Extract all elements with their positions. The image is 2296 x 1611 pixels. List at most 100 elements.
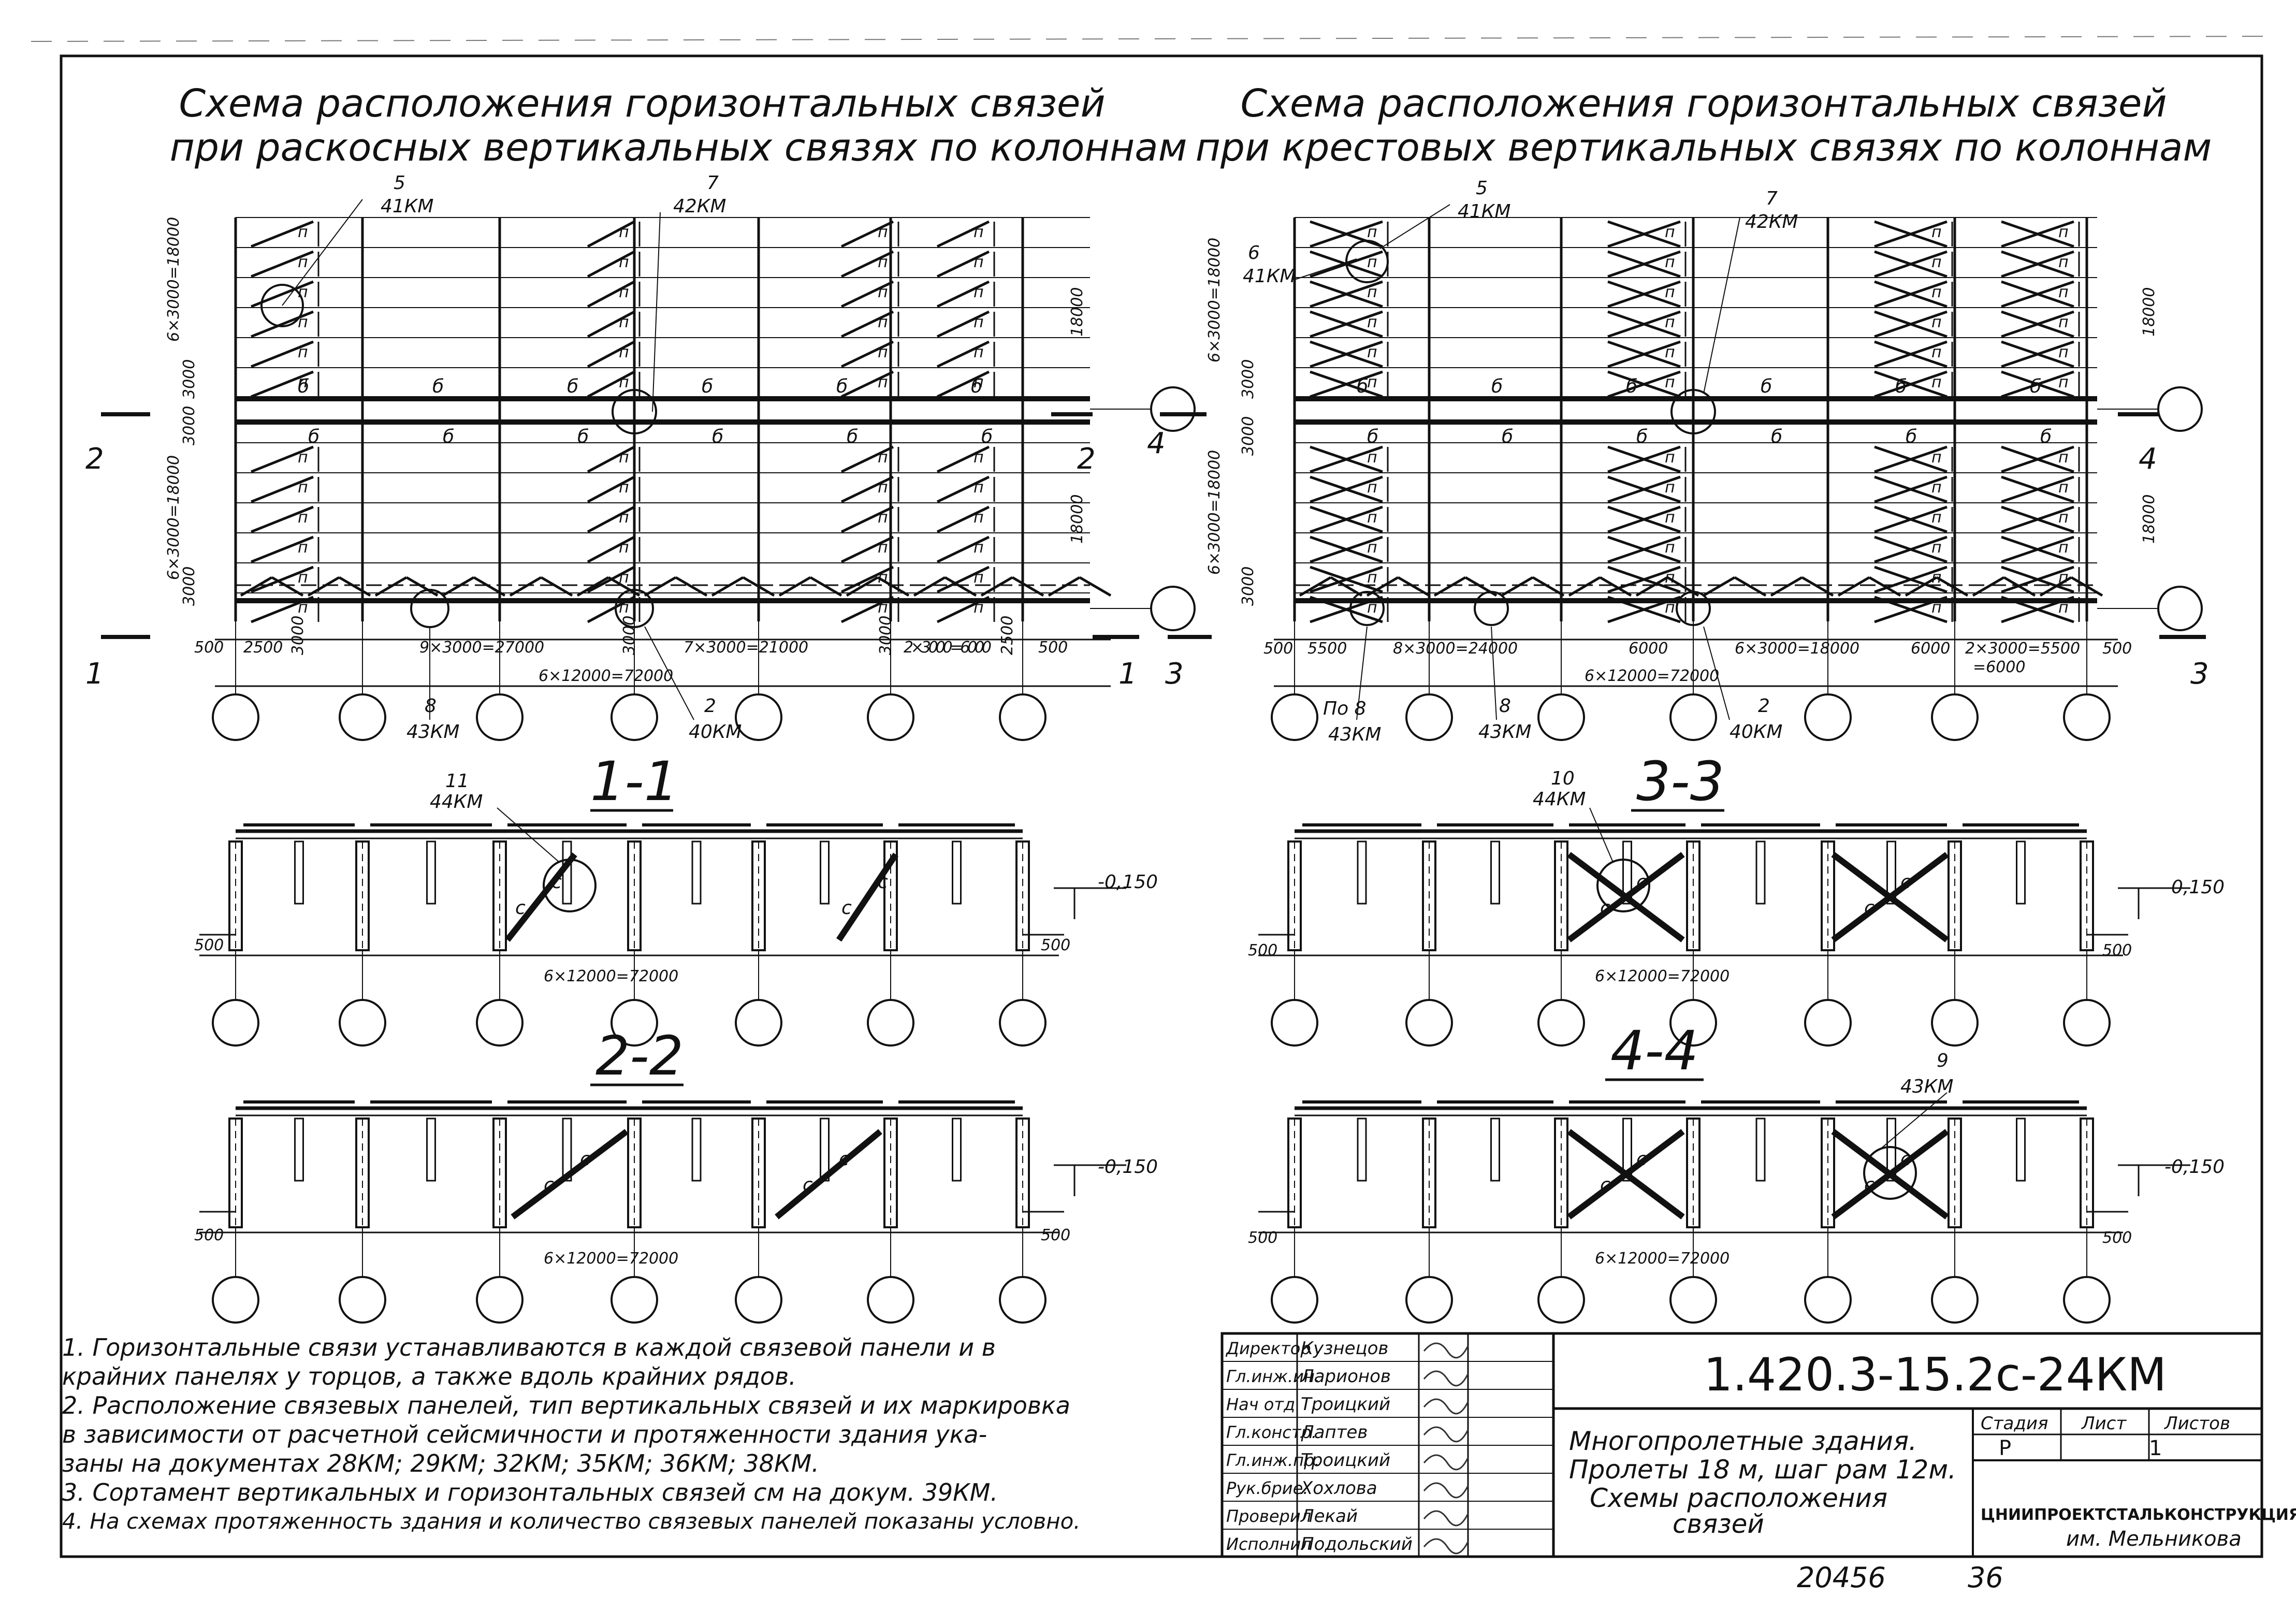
plan-right-leader-6	[1294, 258, 1357, 280]
dim-right-row-2: 8×3000=24000	[1393, 640, 1518, 658]
plan-left-brace-1-0	[587, 220, 635, 248]
plan-left-mid-b-top: б	[432, 376, 444, 397]
plan-right-brace-x-3-7	[2001, 475, 2074, 503]
section-4-4-bubble-1	[1405, 1276, 1453, 1324]
tb-org-line1: ЦНИИПРОЕКТСТАЛЬКОНСТРУКЦИЯ	[1981, 1506, 2296, 1524]
section-1-1-level: -0,150	[1098, 872, 1158, 893]
cut-3-right-b: 3	[2190, 657, 2209, 691]
plan-right-bottom-zig-b	[2070, 576, 2103, 597]
plan-right-axis-bubble-3	[1669, 693, 1717, 741]
plan-left-bottom-zig-b	[675, 576, 708, 597]
note-3: 3. Сортамент вертикальных и горизонтальн…	[62, 1478, 998, 1506]
dim-right-row-3: 6000	[1629, 640, 1668, 658]
plan-right-brace-p-0-1: п	[1367, 253, 1377, 271]
plan-left-brace-p-3-6: п	[973, 448, 984, 467]
plan-right-brace-x-1-3	[1607, 310, 1681, 338]
plan-left: пппппппппппппппппппппппппппппппппппппппп…	[101, 199, 1196, 741]
callout-7-left-doc: 42КМ	[673, 196, 726, 217]
section-2-2-dim-right: 500	[1041, 1226, 1070, 1244]
section-1-1-bubble-3	[611, 999, 658, 1047]
section-2-2-level: -0,150	[1098, 1156, 1158, 1178]
plan-left-brace-p-3-3: п	[973, 313, 984, 331]
plan-left-mid-b-top: б	[971, 376, 982, 397]
plan-left-bottom-zig-a	[509, 576, 542, 597]
plan-left-leader-5	[282, 199, 363, 306]
tb-desc-1: Многопролетные здания.	[1569, 1426, 1917, 1456]
plan-right-bottom-zig-a	[2039, 576, 2072, 597]
note-1a: 1. Горизонтальные связи устанавливаются …	[62, 1333, 996, 1361]
plan-left-bottom-zig-a	[644, 576, 677, 597]
plan-right-brace-p-2-6: п	[1931, 448, 1942, 467]
plan-right-bottom-zig-a	[1635, 576, 1668, 597]
dim-right-row-5: 6000	[1911, 640, 1950, 658]
section-4-4-post-4	[1886, 1117, 1896, 1182]
plan-left-brace-0-1	[251, 250, 314, 278]
callout-2-left-doc: 40КМ	[689, 721, 742, 743]
plan-right-brace-p-3-0: п	[2058, 223, 2069, 241]
plan-right-brace-x-0-9	[1310, 535, 1383, 563]
plan-left-brace-p-1-8: п	[619, 509, 629, 527]
plan-right-leader-2	[1703, 626, 1730, 720]
section-4-4-dim-left: 500	[1248, 1229, 1277, 1247]
section-3-3-dim-total: 6×12000=72000	[1595, 967, 1730, 985]
plan-right-brace-x-2-5	[1874, 370, 1948, 398]
plan-left-brace-p-3-10: п	[973, 569, 984, 587]
plan-right-mid-b-bot: б	[1906, 426, 1917, 447]
section-2-2-brace-1	[775, 1129, 882, 1220]
plan-right-callout-circle-7	[1670, 389, 1716, 434]
plan-left-side-bubble-bot	[1150, 586, 1196, 631]
plan-right-axis-bubble-0	[1271, 693, 1318, 741]
plan-right: пппппппппппппппппппппппппппппппппппппппп…	[1160, 204, 2206, 741]
plan-left-brace-3-9	[936, 535, 990, 563]
plan-left-brace-p-0-3: п	[298, 313, 308, 331]
plan-left-brace-p-0-1: п	[298, 253, 308, 271]
plan-right-brace-p-1-0: п	[1665, 223, 1675, 241]
tb-org-line2: им. Мельникова	[2066, 1527, 2242, 1551]
plan-left-brace-0-7	[251, 475, 314, 503]
section-4-4-bubble-0	[1271, 1276, 1318, 1324]
dim-right-top-vert: 6×3000=18000	[1205, 238, 1224, 362]
plan-left-brace-p-2-0: п	[878, 223, 888, 241]
top-edge-line	[31, 36, 2279, 42]
dim-left-row-3: 9×3000=27000	[419, 638, 544, 657]
dim-right-3000-b: 3000	[1239, 416, 1257, 456]
dim-right-row-0: 500	[1263, 640, 1293, 658]
plan-right-bottom-zig-a	[1501, 576, 1534, 597]
plan-right-brace-p-1-9: п	[1665, 539, 1675, 557]
section-2-2-bubble-4	[735, 1276, 782, 1324]
plan-right-brace-x-2-8	[1874, 505, 1948, 533]
plan-left-brace-p-2-2: п	[878, 283, 888, 301]
plan-right-brace-p-1-4: п	[1665, 343, 1675, 361]
plan-right-mid-b-top: б	[1761, 376, 1772, 397]
plan-left-brace-1-11	[587, 596, 635, 623]
plan-left-brace-p-0-5: п	[298, 373, 308, 391]
plan-right-brace-p-1-6: п	[1665, 448, 1675, 467]
section-3-3-post-4	[1886, 840, 1896, 905]
section-3-3-brace-label-b-1: с	[1900, 872, 1911, 893]
section-2-2-post-5	[952, 1117, 962, 1182]
section-4-4-level: -0,150	[2164, 1156, 2225, 1178]
plan-right-bottom-zig-a	[1299, 576, 1332, 597]
plan-right-brace-p-3-5: п	[2058, 373, 2069, 391]
section-4-4-callout-doc: 43КМ	[1900, 1076, 1953, 1097]
plan-right-brace-p-0-0: п	[1367, 223, 1377, 241]
dim-left-3000-c: 3000	[180, 567, 198, 606]
section-3-3-dim-left: 500	[1248, 941, 1277, 960]
left-title-line2: при раскосных вертикальных связях по кол…	[170, 125, 1187, 170]
plan-right-brace-x-0-11	[1310, 596, 1383, 623]
plan-right-brace-x-2-7	[1874, 475, 1948, 503]
plan-right-axis-bubble-5	[1931, 693, 1979, 741]
dim-right-3000-c: 3000	[1239, 567, 1257, 606]
section-4-4-brace-x-1	[1831, 1129, 1949, 1220]
section-4-4-callout-circle	[1863, 1146, 1917, 1200]
section-2-2-brace-label-a-1: с	[803, 1174, 813, 1196]
plan-left-bottom-zig-a	[846, 576, 879, 597]
section-1-1-post-5	[952, 840, 962, 905]
plan-right-brace-p-2-1: п	[1931, 253, 1942, 271]
plan-left-brace-p-0-4: п	[298, 343, 308, 361]
section-4-4-post-3	[1755, 1117, 1766, 1182]
